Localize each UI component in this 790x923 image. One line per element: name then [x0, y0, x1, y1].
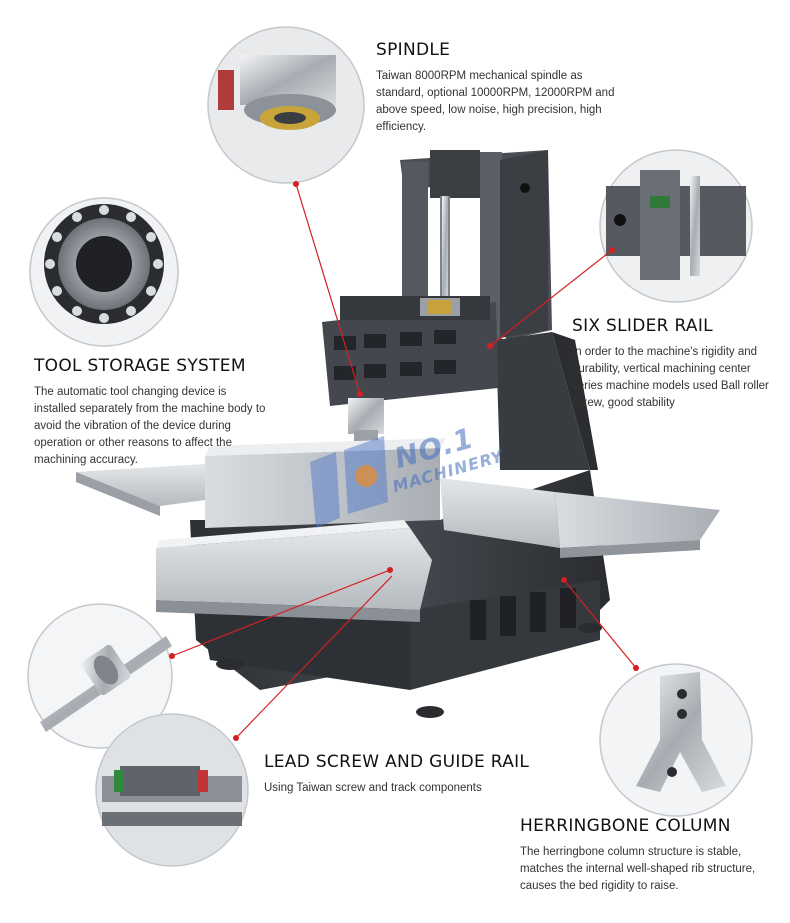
callout-title: SIX SLIDER RAIL [572, 316, 713, 336]
callout-slider-rail: SIX SLIDER RAIL In order to the machine'… [572, 316, 772, 412]
callout-lead-screw: LEAD SCREW AND GUIDE RAIL Using Taiwan s… [264, 752, 554, 797]
slider-rail-detail-image [599, 149, 753, 303]
callout-herringbone: HERRINGBONE COLUMN The herringbone colum… [520, 816, 756, 895]
callout-body: Taiwan 8000RPM mechanical spindle as sta… [376, 70, 615, 133]
callout-title: HERRINGBONE COLUMN [520, 816, 731, 836]
herringbone-detail-image [599, 663, 753, 817]
callout-body: Using Taiwan screw and track components [264, 782, 482, 794]
callout-body: In order to the machine's rigidity and d… [572, 346, 769, 409]
machine-column [400, 150, 598, 470]
callout-title: LEAD SCREW AND GUIDE RAIL [264, 752, 530, 772]
leader-lines [169, 181, 639, 741]
callout-body: The automatic tool changing device is in… [34, 386, 266, 466]
spindle-detail-image [207, 26, 365, 184]
callout-title: SPINDLE [376, 40, 451, 60]
callout-title: TOOL STORAGE SYSTEM [34, 356, 246, 376]
watermark-logo-icon [310, 436, 388, 528]
callout-tool-storage: TOOL STORAGE SYSTEM The automatic tool c… [34, 356, 266, 469]
callout-spindle: SPINDLE Taiwan 8000RPM mechanical spindl… [376, 40, 616, 136]
ball-screw-detail-image [27, 603, 173, 749]
tool-storage-detail-image [29, 197, 179, 347]
guide-rail-detail-image [95, 713, 249, 867]
callout-body: The herringbone column structure is stab… [520, 846, 756, 892]
